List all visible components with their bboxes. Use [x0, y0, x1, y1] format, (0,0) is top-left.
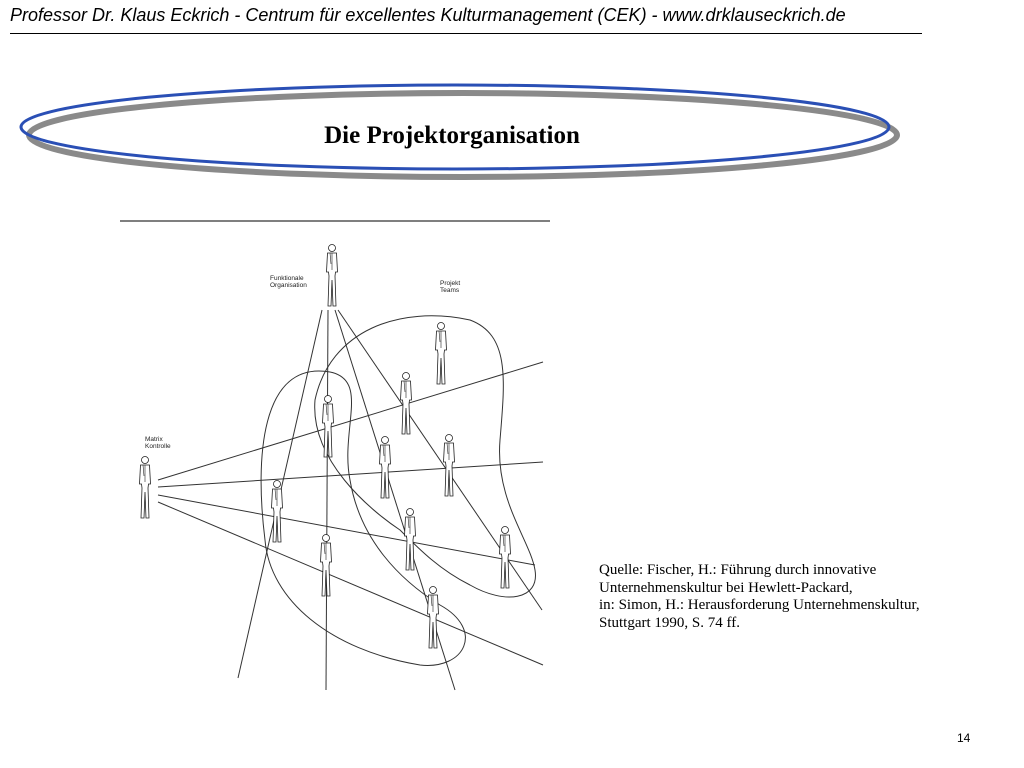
project-teams-label: Projekt Teams	[440, 280, 462, 294]
source-line: Unternehmenskultur bei Hewlett-Packard,	[599, 579, 853, 596]
header-divider	[10, 33, 922, 34]
project-team-person	[404, 508, 416, 571]
matrix-control-label: Matrix Kontrolle	[145, 436, 171, 450]
project-team-person	[499, 526, 511, 589]
project-team-person	[271, 480, 283, 543]
slide-title: Die Projektorganisation	[324, 122, 580, 149]
header-text: Professor Dr. Klaus Eckrich - Centrum fü…	[10, 5, 846, 25]
project-team-person	[443, 434, 455, 497]
project-organisation-diagram: Funktionale Organisation Projekt Teams M…	[120, 220, 550, 691]
source-line: Quelle: Fischer, H.: Führung durch innov…	[599, 562, 877, 578]
page-number: 14	[957, 731, 971, 745]
functional-organisation-region	[260, 370, 466, 666]
functional-organisation-person	[326, 244, 338, 307]
title-ellipse	[19, 83, 900, 180]
project-team-person	[320, 534, 332, 597]
project-team-person	[379, 436, 391, 499]
matrix-control-person	[139, 456, 151, 519]
source-line: Stuttgart 1990, S. 74 ff.	[599, 614, 740, 631]
matrix-lines	[157, 361, 544, 666]
source-line: in: Simon, H.: Herausforderung Unternehm…	[599, 597, 920, 613]
functional-lines	[237, 309, 543, 691]
project-team-person	[435, 322, 447, 385]
source-citation: Quelle: Fischer, H.: Führung durch innov…	[599, 562, 999, 632]
functional-organisation-label: Funktionale Organisation	[270, 275, 307, 289]
project-teams-region	[314, 315, 536, 598]
